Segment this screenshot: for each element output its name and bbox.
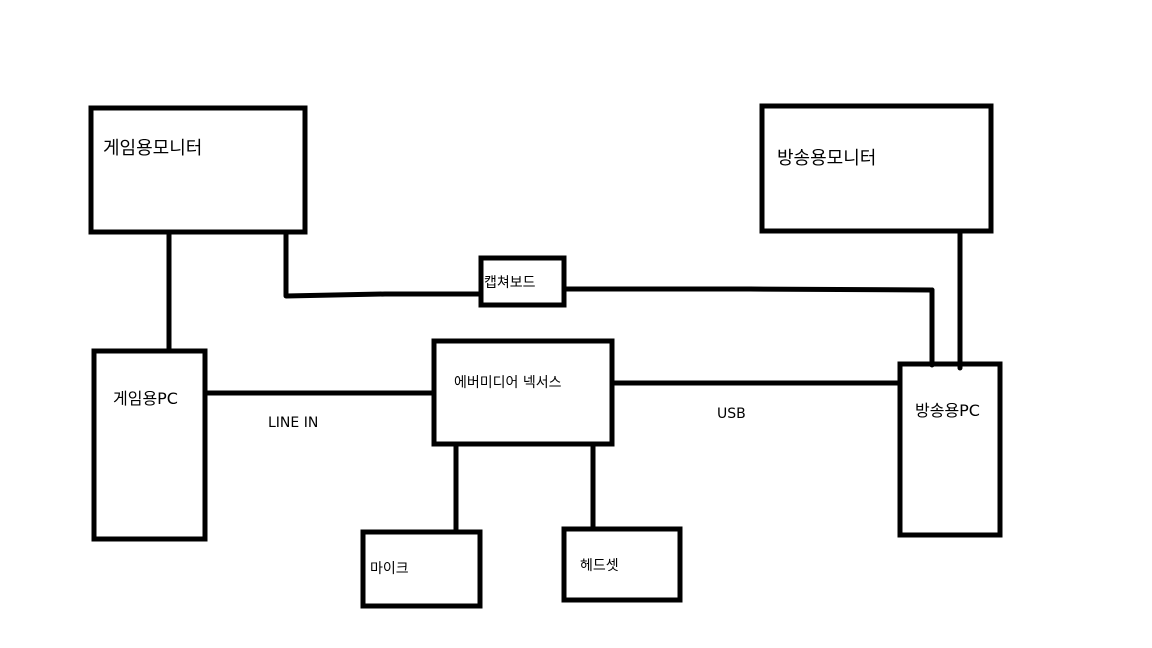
node-stream-monitor: [759, 103, 994, 234]
usb-label: USB: [717, 406, 746, 422]
node-stream-pc: [897, 361, 1003, 538]
node-mic: [360, 529, 483, 609]
node-headset: [561, 526, 683, 603]
edge-capture-board-stream-pc: [560, 286, 935, 368]
headset-label: 헤드셋: [580, 558, 619, 574]
line-in-label: LINE IN: [268, 415, 319, 431]
node-mixer: [431, 338, 615, 447]
mixer-label: 에버미디어 넥서스: [454, 375, 562, 391]
game-pc-label: 게임용PC: [113, 389, 178, 408]
stream-monitor-label: 방송용모니터: [777, 148, 877, 169]
stream-pc-label: 방송용PC: [915, 401, 980, 420]
node-capture-board: [478, 255, 567, 308]
node-game-pc: [91, 348, 208, 542]
game-monitor-label: 게임용모니터: [103, 138, 203, 159]
node-game-monitor: [88, 105, 308, 235]
mic-label: 마이크: [370, 561, 409, 577]
capture-board-label: 캡쳐보드: [484, 275, 536, 291]
edge-game-monitor-capture-board: [283, 229, 485, 299]
